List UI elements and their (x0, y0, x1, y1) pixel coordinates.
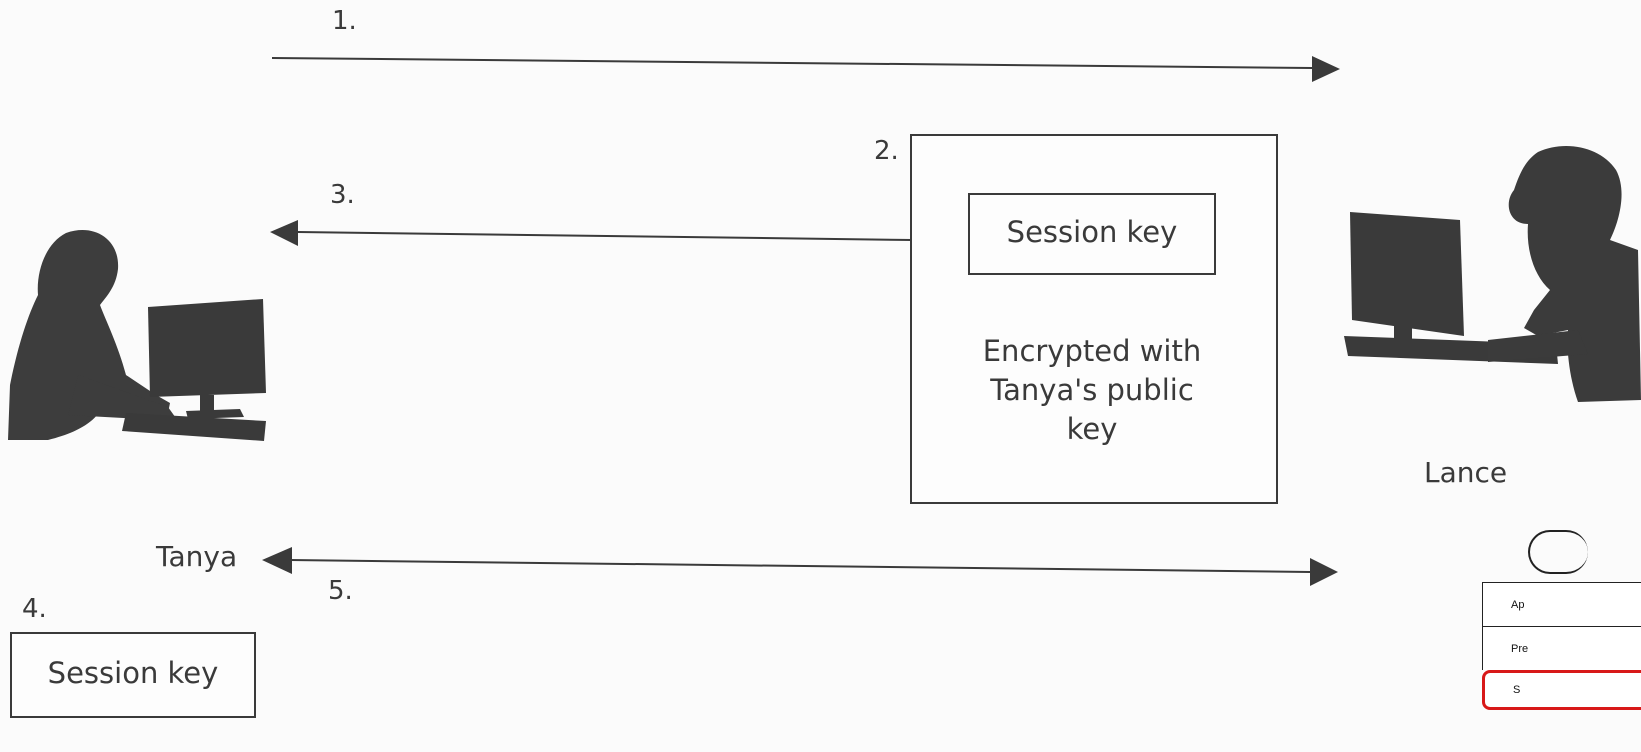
mini-row-label: Ap (1511, 598, 1525, 611)
arrow-3 (270, 220, 913, 246)
mini-row-label: Pre (1511, 642, 1529, 655)
tanya-silhouette-icon (8, 230, 266, 441)
mini-table-row-highlighted: S (1482, 670, 1641, 710)
tanya-session-key-box: Session key (10, 632, 256, 718)
mini-row-label: S (1513, 684, 1521, 696)
mini-table-row: Pre (1482, 626, 1641, 670)
tanya-session-key-label: Session key (47, 656, 219, 690)
arrow-1 (271, 56, 1340, 82)
step-2-label: 2. (874, 136, 899, 166)
step-5-label: 5. (328, 576, 353, 606)
step-3-label: 3. (330, 180, 355, 210)
mini-oval-shape (1528, 530, 1588, 574)
encrypted-session-key-box: Session key Encrypted with Tanya's publi… (910, 134, 1278, 504)
arrow-5 (262, 547, 1338, 586)
lance-name: Lance (1424, 456, 1508, 489)
encryption-caption: Encrypted with Tanya's public key (982, 334, 1202, 446)
session-key-inner-label: Session key (1006, 215, 1178, 249)
step-4-label: 4. (22, 594, 47, 624)
mini-table: Ap Pre S (1482, 582, 1641, 710)
step-1-label: 1. (332, 6, 357, 36)
session-key-inner-box: Session key (968, 193, 1216, 275)
lance-silhouette-icon (1344, 146, 1641, 402)
tanya-name: Tanya (156, 540, 238, 573)
mini-table-row: Ap (1482, 582, 1641, 626)
